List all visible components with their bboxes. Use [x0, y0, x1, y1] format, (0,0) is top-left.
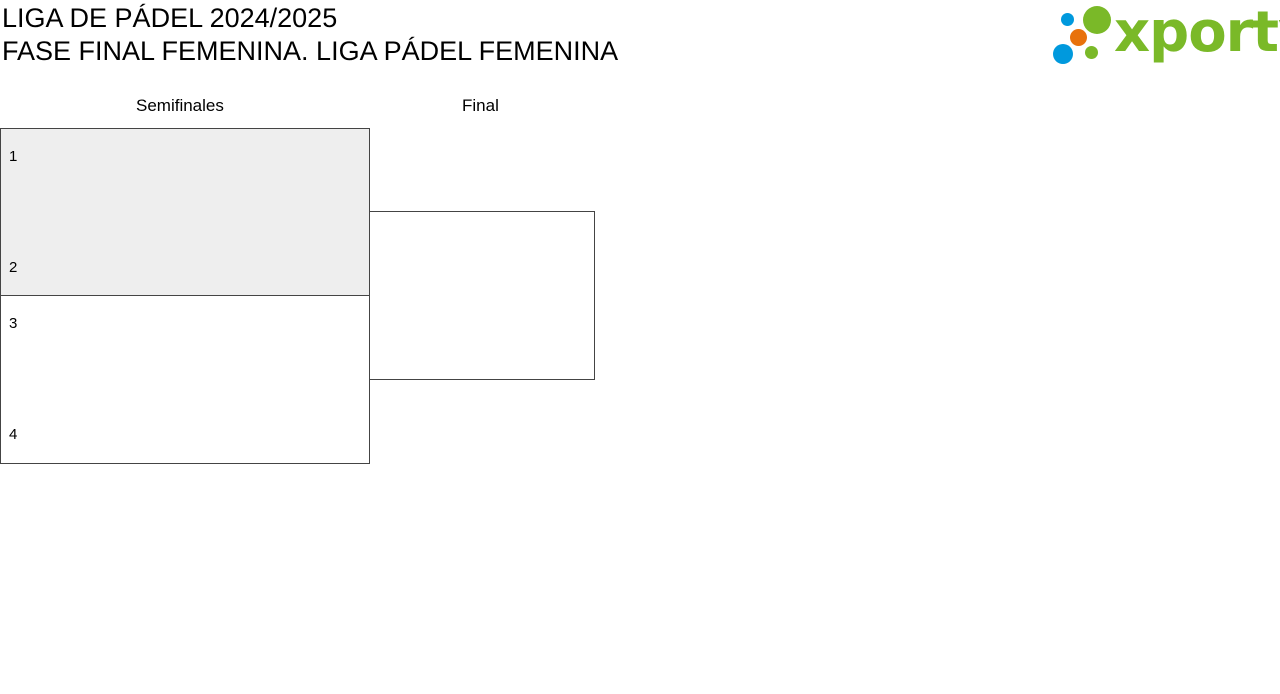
logo-dot-icon — [1085, 46, 1098, 59]
logo-dot-icon — [1083, 6, 1111, 34]
page-subtitle: FASE FINAL FEMENINA. LIGA PÁDEL FEMENINA — [2, 36, 619, 66]
seed-1: 1 — [9, 148, 18, 165]
logo-dot-icon — [1070, 29, 1087, 46]
seed-3: 3 — [9, 315, 18, 332]
seed-4: 4 — [9, 426, 18, 443]
xporty-logo[interactable]: xporty — [1050, 0, 1280, 68]
seed-2: 2 — [9, 259, 18, 276]
round-header-final: Final — [462, 96, 499, 115]
final-match[interactable] — [369, 211, 595, 380]
round-header-semifinales: Semifinales — [136, 96, 224, 115]
logo-dot-icon — [1053, 44, 1073, 64]
semifinal-match-2[interactable]: 3 4 — [0, 295, 370, 464]
page-title: LIGA DE PÁDEL 2024/2025 — [2, 3, 338, 33]
semifinal-match-1[interactable]: 1 2 — [0, 128, 370, 296]
logo-text: xporty — [1114, 0, 1280, 65]
logo-dot-icon — [1061, 13, 1074, 26]
